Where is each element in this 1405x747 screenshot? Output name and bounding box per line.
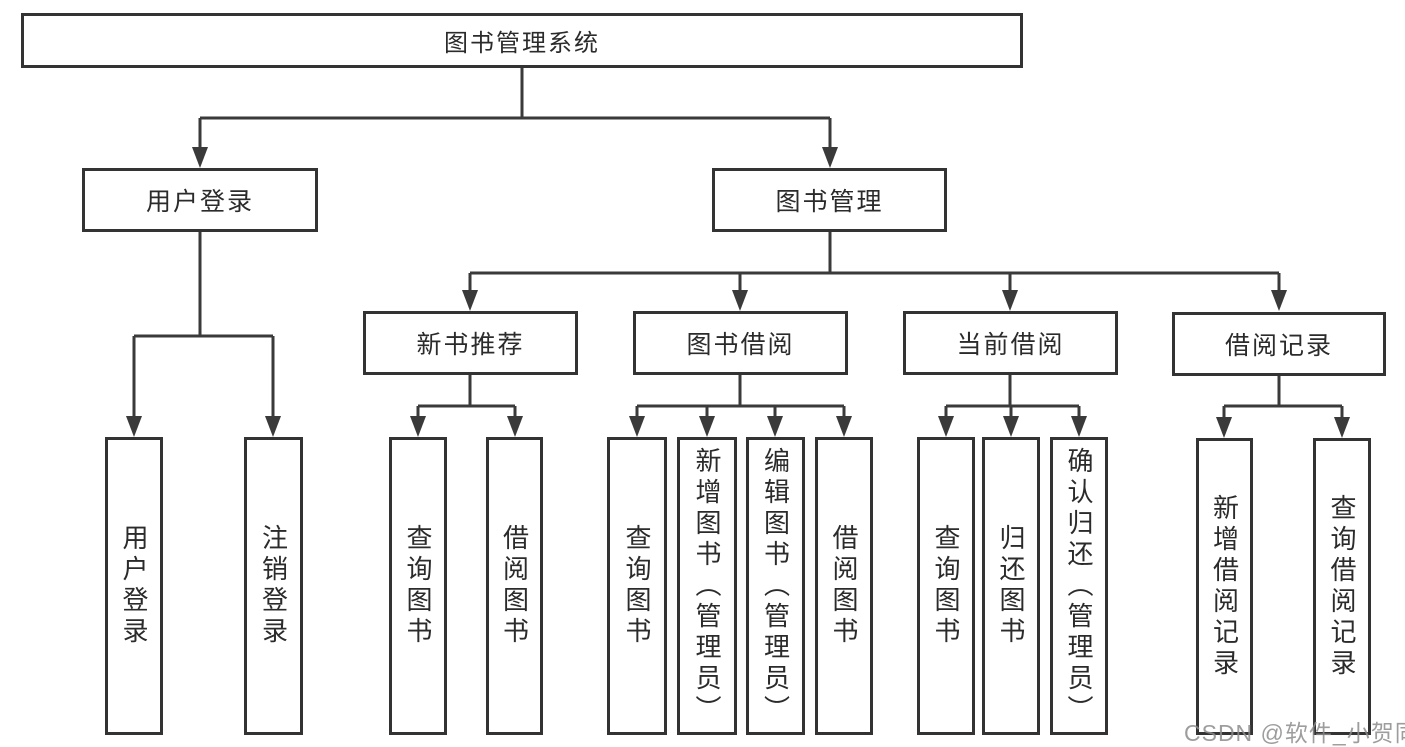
node-br-query-record: 查询借阅记录 — [1313, 438, 1371, 735]
node-library-management-system: 图书管理系统 — [21, 13, 1023, 68]
csdn-watermark: CSDN @软件_小贺同学 — [1184, 720, 1405, 746]
node-bb-query-books: 查询图书 — [607, 437, 667, 735]
node-new-book-recommendation: 新书推荐 — [363, 311, 578, 375]
node-borrowing-records: 借阅记录 — [1172, 312, 1386, 376]
node-user-login-leaf: 用户登录 — [105, 437, 163, 735]
node-nbr-query-books: 查询图书 — [389, 437, 447, 735]
node-user-login: 用户登录 — [82, 168, 318, 232]
node-logout-leaf: 注销登录 — [244, 437, 303, 735]
node-cb-confirm-return-admin: 确认归还（管理员） — [1050, 437, 1108, 735]
node-book-management: 图书管理 — [712, 168, 947, 232]
node-bb-edit-books-admin: 编辑图书（管理员） — [746, 437, 805, 735]
node-bb-add-books-admin: 新增图书（管理员） — [677, 437, 737, 735]
node-current-borrowing: 当前借阅 — [903, 311, 1118, 375]
node-book-borrowing: 图书借阅 — [633, 311, 848, 375]
node-cb-query-books: 查询图书 — [917, 437, 975, 735]
node-br-add-record: 新增借阅记录 — [1196, 438, 1253, 735]
node-cb-return-books: 归还图书 — [982, 437, 1040, 735]
node-bb-borrow-books: 借阅图书 — [815, 437, 873, 735]
node-nbr-borrow-books: 借阅图书 — [486, 437, 543, 735]
